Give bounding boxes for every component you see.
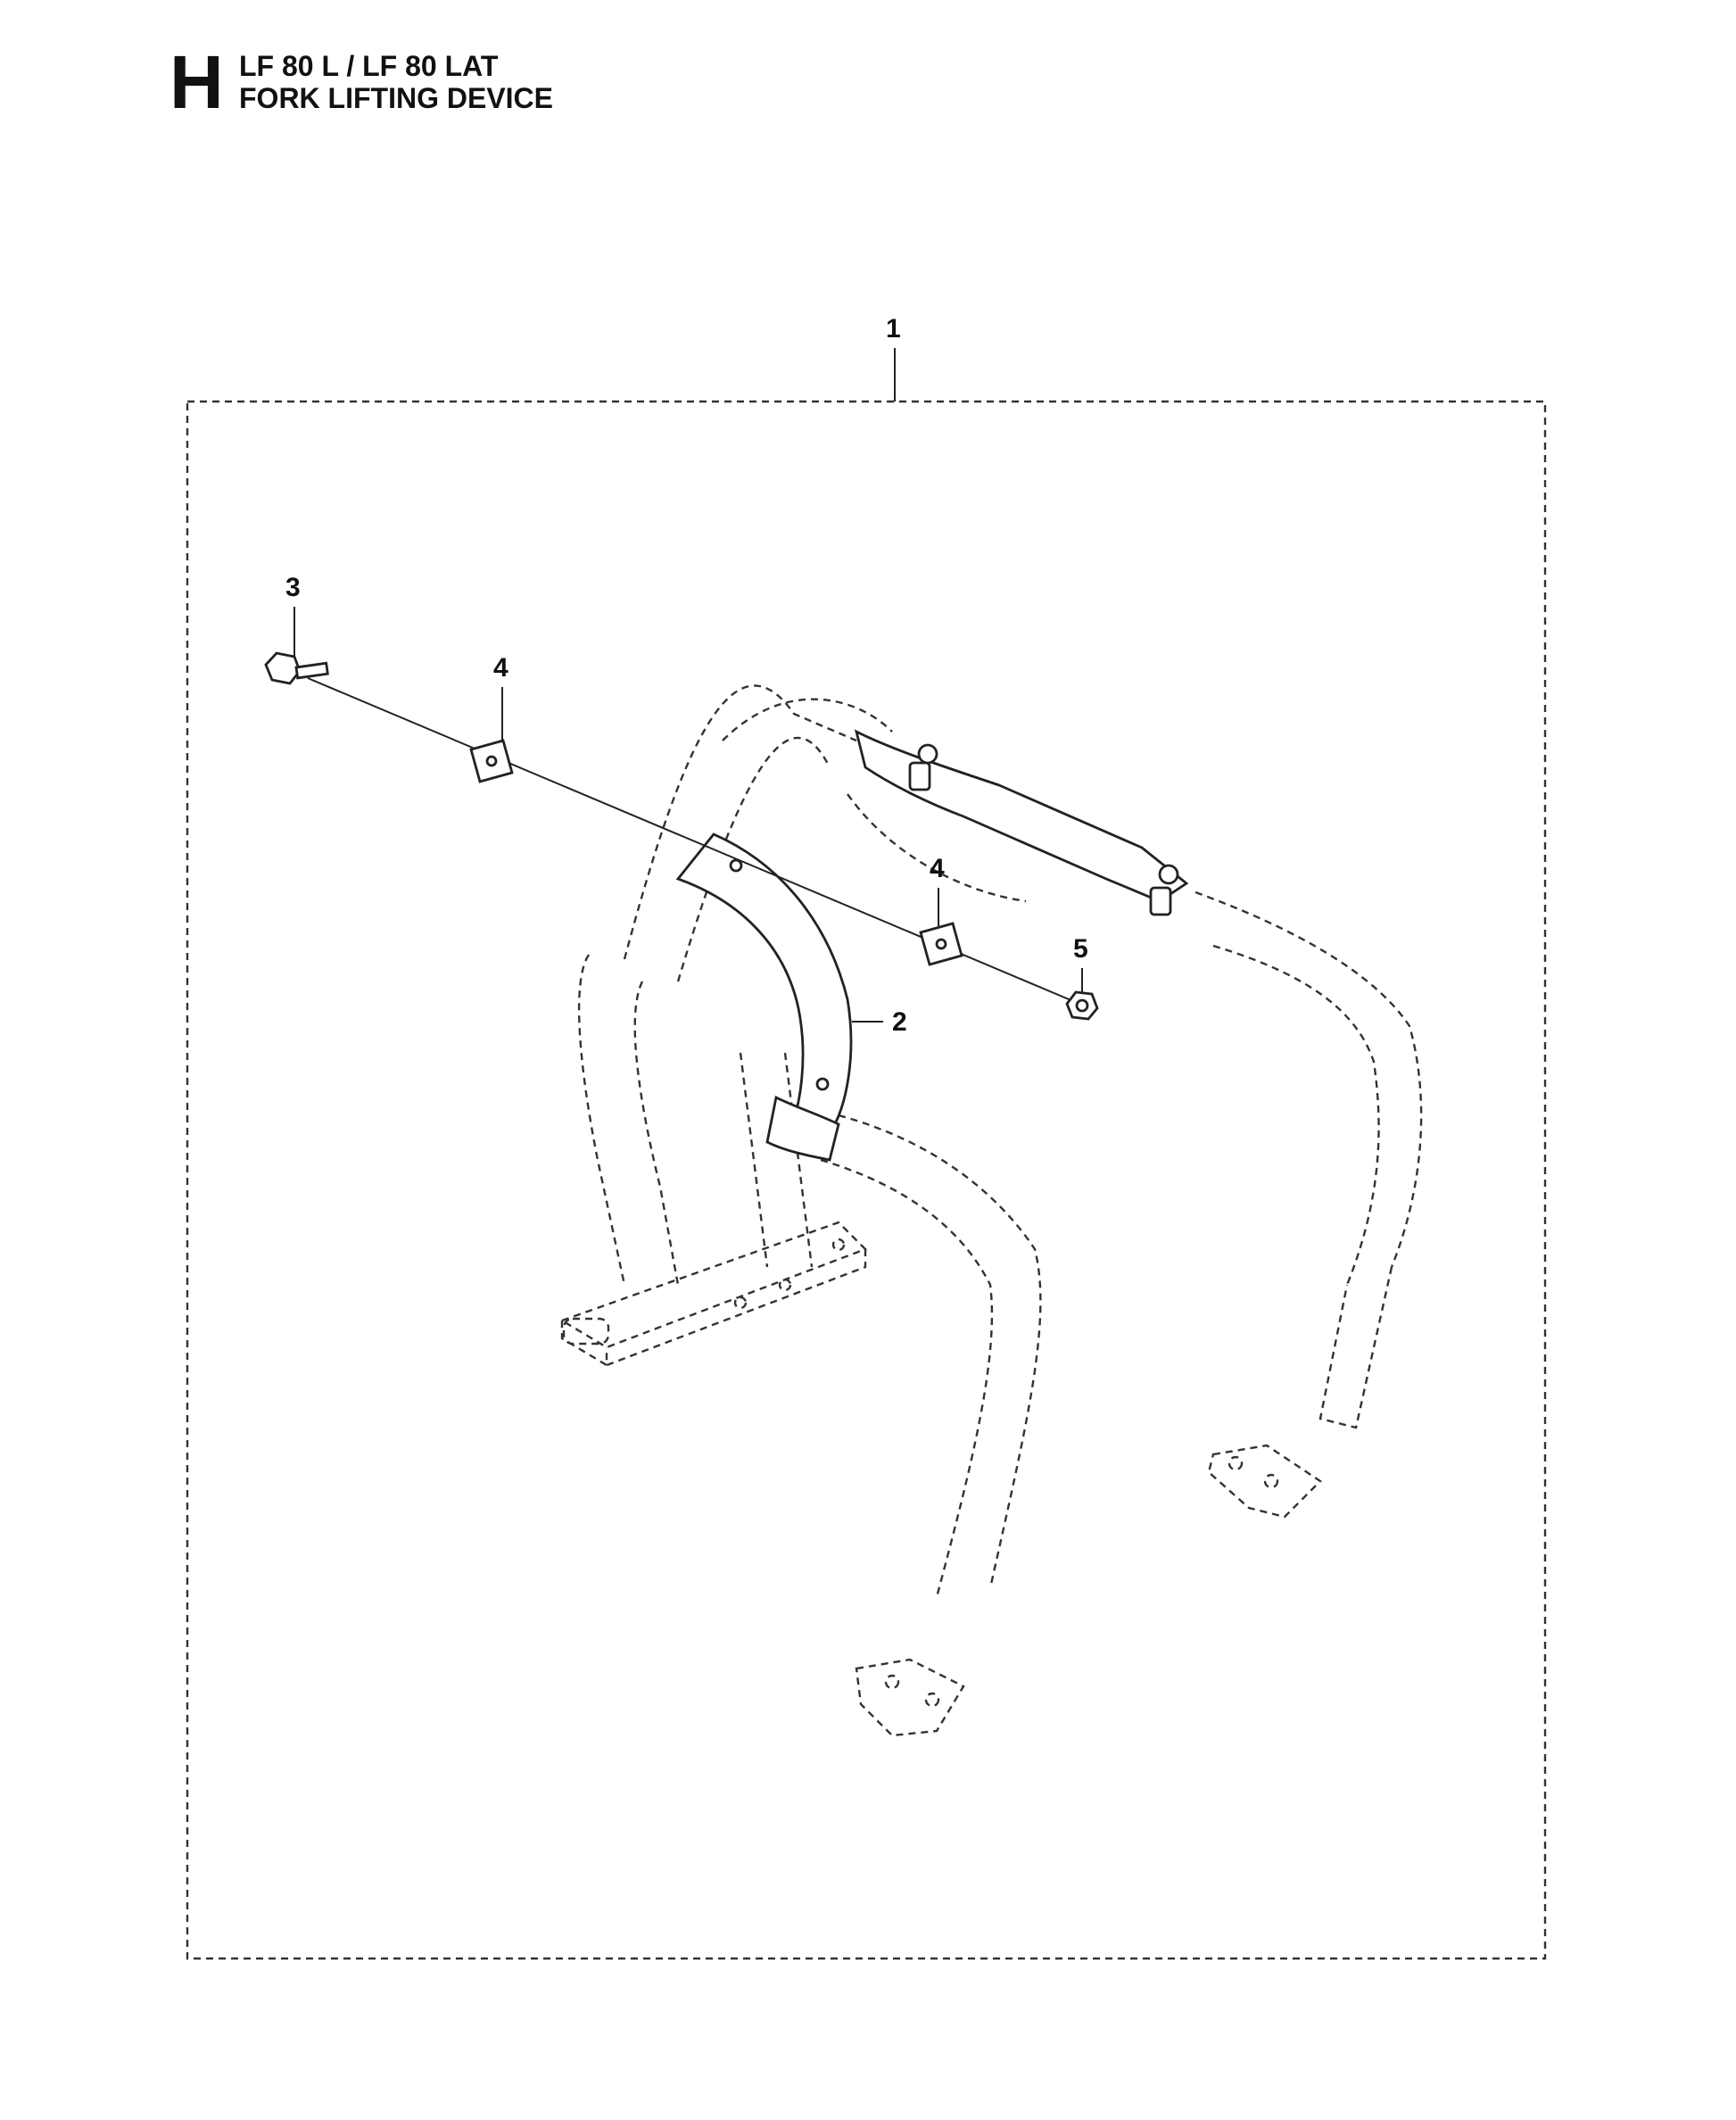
nut-part-5 xyxy=(1065,990,1099,1021)
square-nut-part-4-lower xyxy=(919,922,963,966)
assembly-axis xyxy=(307,677,1080,1005)
section-letter: H xyxy=(169,40,224,124)
callout-2-label: 2 xyxy=(892,1007,907,1037)
callout-3-label: 3 xyxy=(285,573,301,602)
kit-boundary xyxy=(186,400,1547,1960)
callout-1-label: 1 xyxy=(886,314,901,344)
model-name: LF 80 L / LF 80 LAT xyxy=(239,50,499,82)
bolt-part-3 xyxy=(264,651,329,685)
square-nut-part-4-upper xyxy=(469,739,514,783)
callout-5-label: 5 xyxy=(1073,934,1088,964)
lifting-bracket-part-2 xyxy=(675,729,1189,1162)
callout-4a-label: 4 xyxy=(493,653,508,683)
diagram-title: FORK LIFTING DEVICE xyxy=(239,82,553,114)
callout-4b-label: 4 xyxy=(930,854,945,883)
title-block: LF 80 L / LF 80 LAT FORK LIFTING DEVICE xyxy=(239,50,553,114)
frame-outline xyxy=(559,684,1423,1737)
